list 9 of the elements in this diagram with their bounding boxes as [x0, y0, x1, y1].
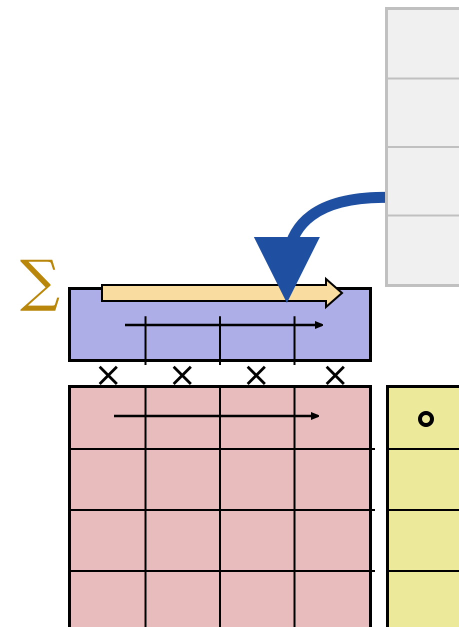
multiply-sign: ×	[242, 358, 270, 392]
vector-column	[385, 7, 459, 287]
multiply-sign: ×	[94, 358, 122, 392]
multiply-sign: ×	[321, 358, 350, 392]
curved-arrow	[256, 192, 386, 303]
matrix-grid	[68, 385, 372, 627]
summation-sign: ∑	[20, 254, 60, 310]
multiply-sign: ×	[168, 358, 196, 392]
vector-column	[386, 385, 459, 627]
